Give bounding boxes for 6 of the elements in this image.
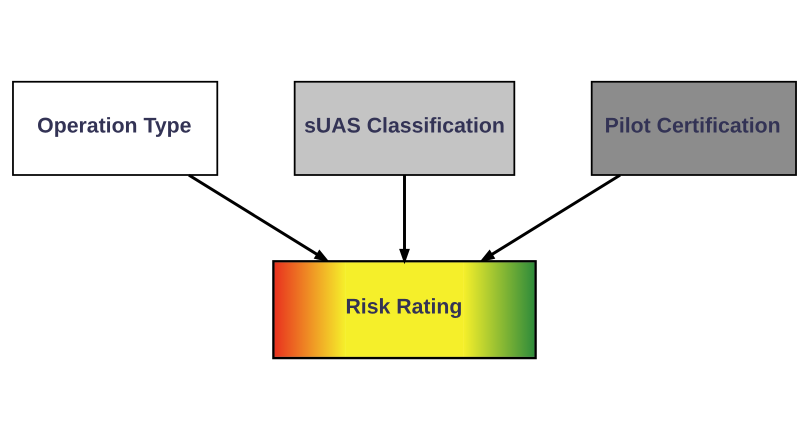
- node-box: Pilot Certification: [590, 80, 797, 176]
- node-box: Operation Type: [12, 80, 218, 176]
- node-box: sUAS Classification: [294, 80, 516, 176]
- arrow: [188, 174, 330, 262]
- arrow: [479, 174, 621, 262]
- arrow: [399, 175, 410, 264]
